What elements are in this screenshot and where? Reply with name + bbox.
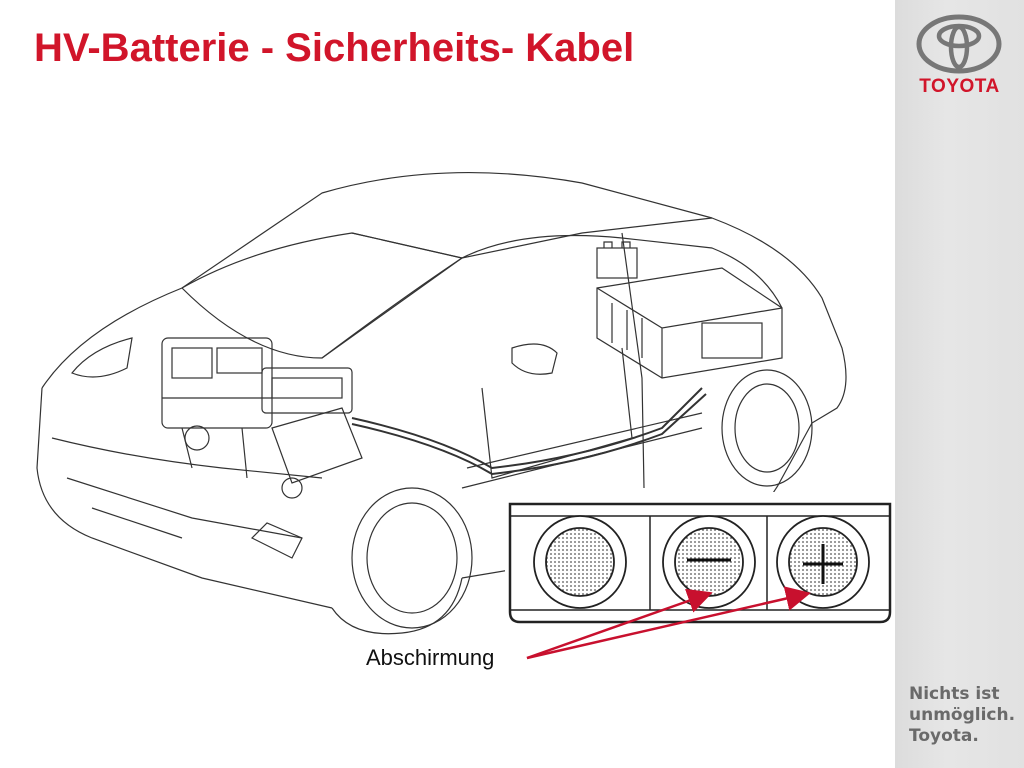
toyota-emblem-icon bbox=[916, 14, 1002, 74]
slogan-line: unmöglich. bbox=[909, 705, 1016, 725]
shield-terminal-icon bbox=[533, 515, 627, 609]
brand-name: TOYOTA bbox=[919, 76, 1000, 97]
connector-inset bbox=[505, 492, 915, 632]
minus-terminal-icon bbox=[662, 515, 756, 609]
brand-panel: TOYOTA Nichts ist unmöglich. Toyota. bbox=[895, 0, 1024, 768]
callout-label: Abschirmung bbox=[366, 645, 495, 670]
slogan-line: Nichts ist bbox=[909, 684, 1000, 704]
plus-terminal-icon bbox=[776, 515, 870, 609]
slogan: Nichts ist unmöglich. Toyota. bbox=[909, 684, 1015, 747]
car-cutaway-illustration bbox=[36, 171, 847, 635]
slogan-line: Toyota. bbox=[909, 726, 979, 746]
slide-title: HV-Batterie - Sicherheits- Kabel bbox=[34, 26, 635, 70]
